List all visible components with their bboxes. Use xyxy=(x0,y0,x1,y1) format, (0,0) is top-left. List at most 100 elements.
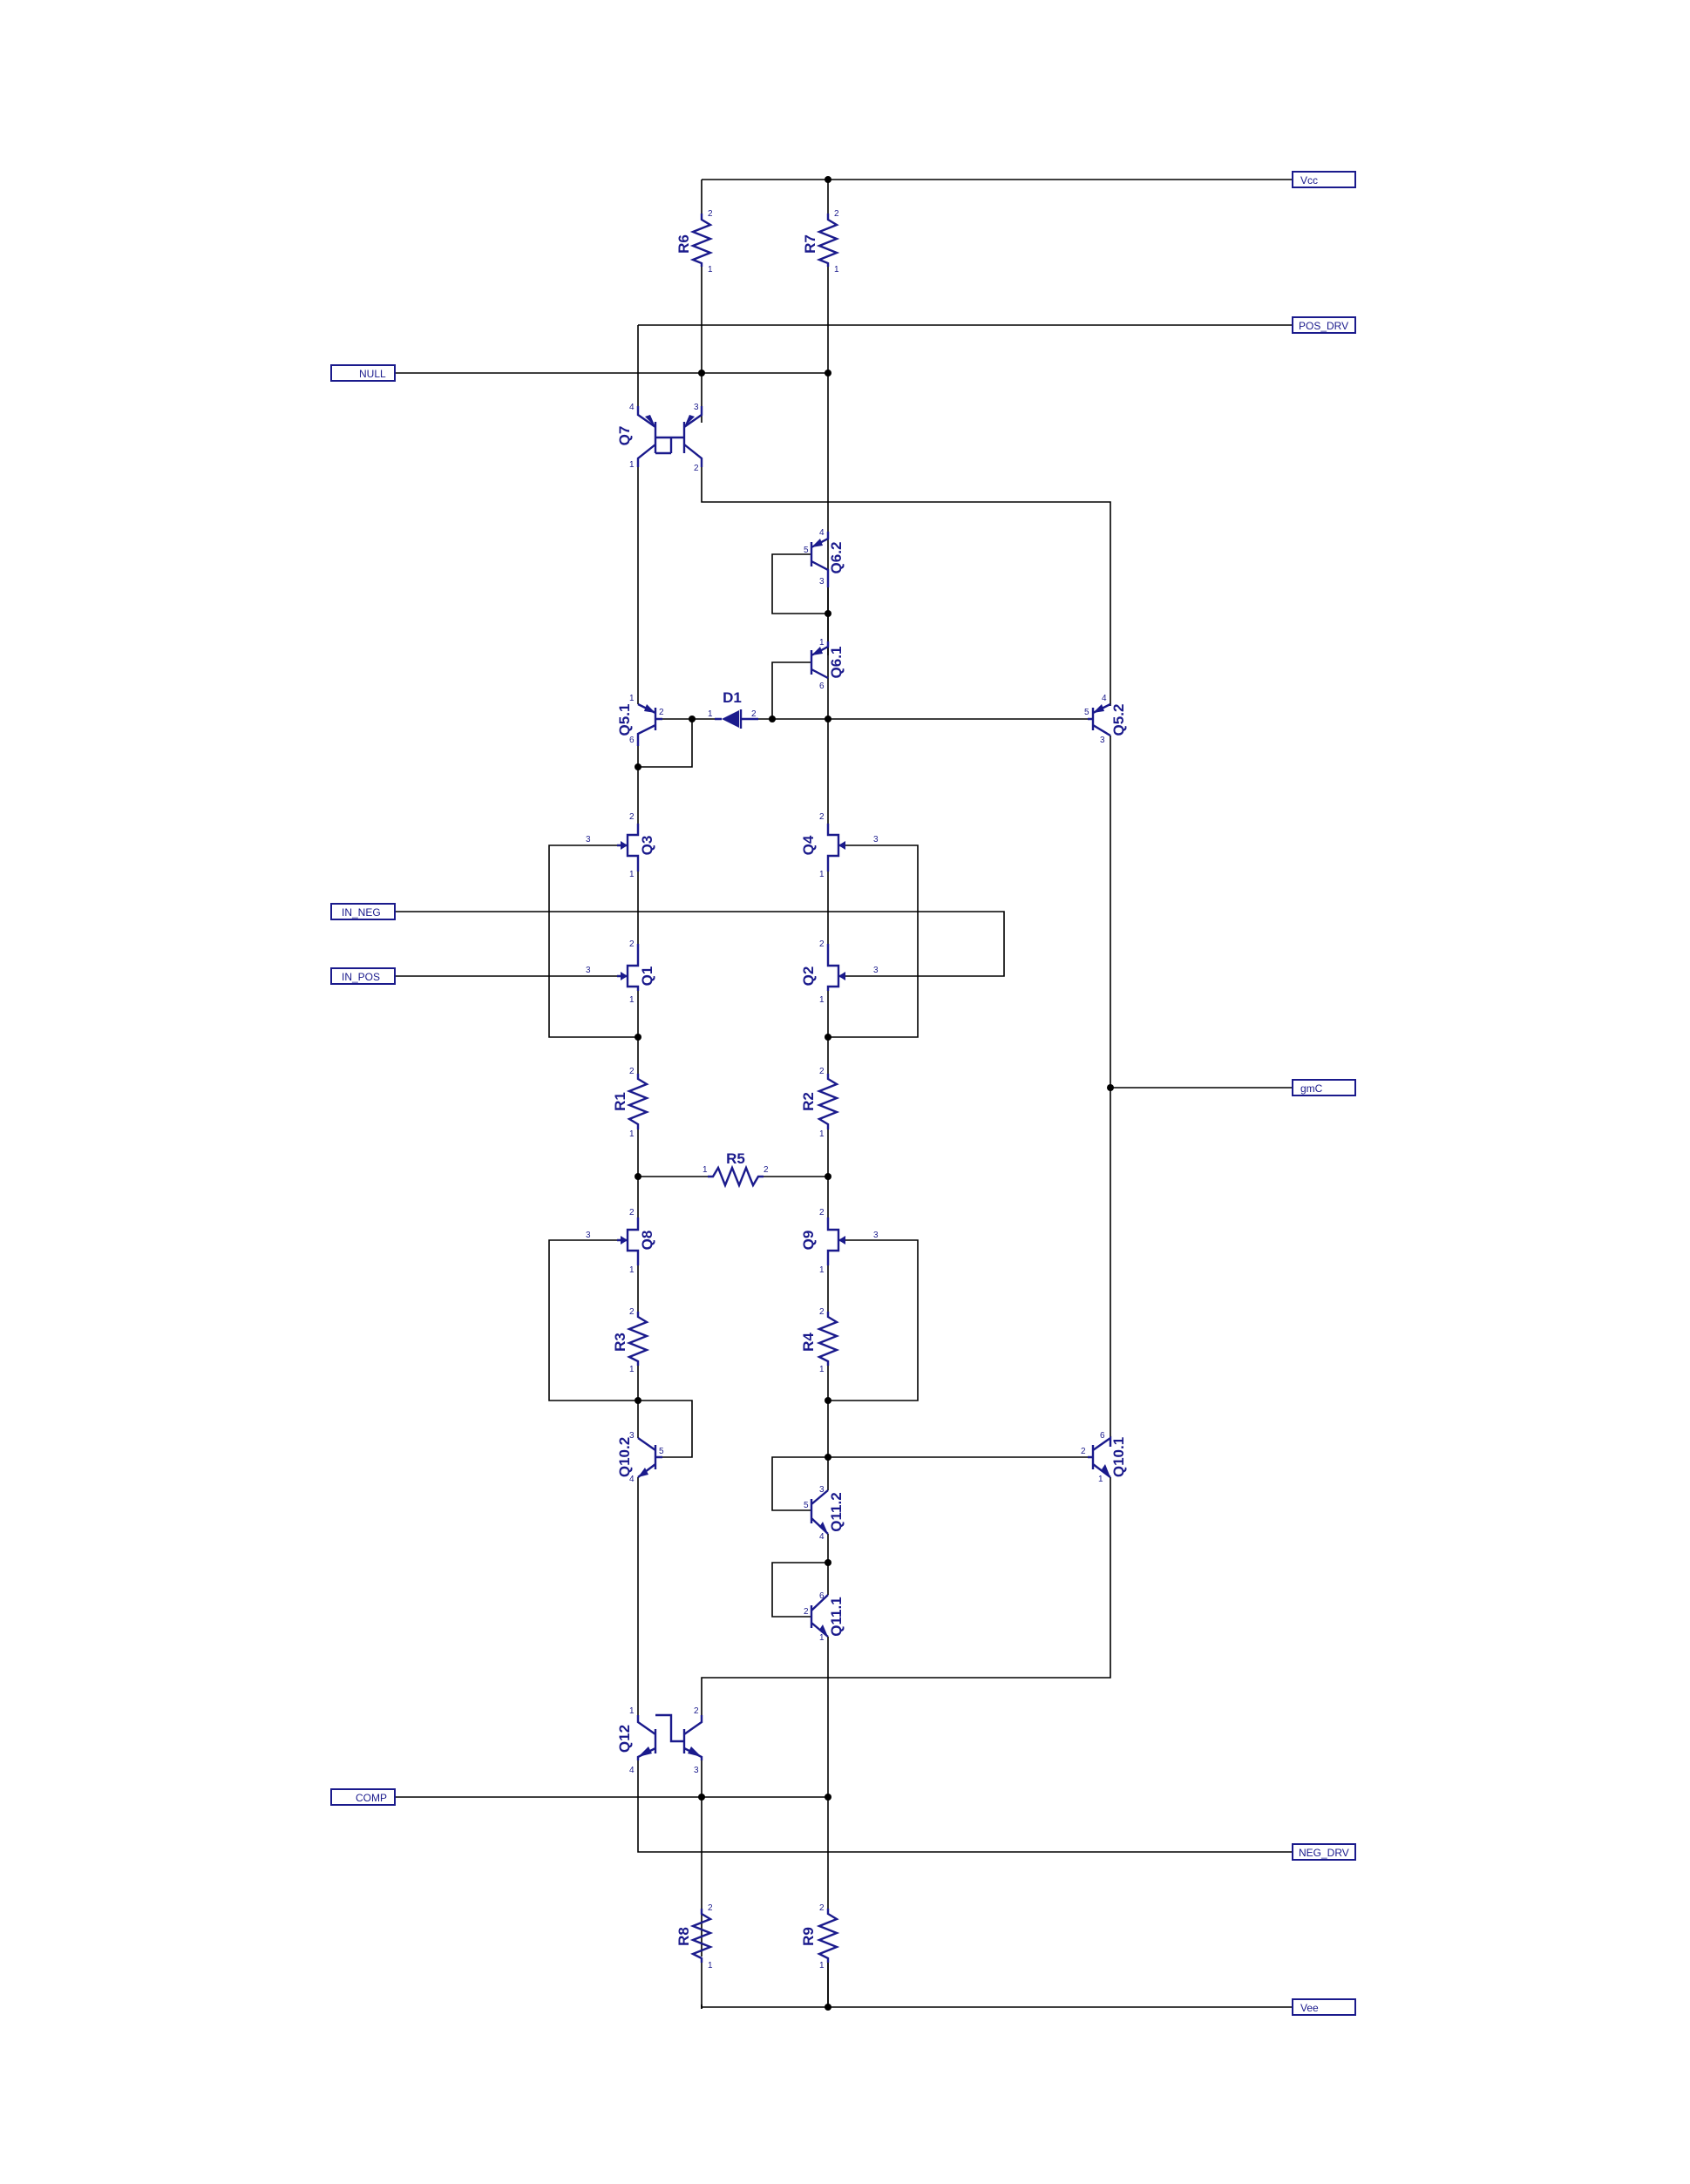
svg-text:3: 3 xyxy=(586,966,591,975)
svg-text:4: 4 xyxy=(819,1532,825,1542)
resistor-r7: R7 21 xyxy=(802,209,840,275)
transistor-q6-1: Q6.1 16 xyxy=(810,638,845,691)
r1-label: R1 xyxy=(612,1092,628,1111)
port-vcc: Vcc xyxy=(1292,171,1356,188)
svg-text:1: 1 xyxy=(834,265,839,275)
svg-text:3: 3 xyxy=(629,1431,635,1441)
r5-label: R5 xyxy=(726,1150,745,1167)
q12-label: Q12 xyxy=(616,1725,633,1753)
svg-text:1: 1 xyxy=(629,1706,635,1716)
svg-text:6: 6 xyxy=(629,736,635,745)
q9-label: Q9 xyxy=(800,1231,817,1251)
in-neg-label: IN_NEG xyxy=(342,906,381,919)
resistor-r3: R3 21 xyxy=(612,1307,650,1374)
q11-2-label: Q11.2 xyxy=(828,1492,845,1531)
svg-text:3: 3 xyxy=(694,1766,699,1775)
q11-1-label: Q11.1 xyxy=(828,1597,845,1636)
svg-text:1: 1 xyxy=(629,1265,635,1275)
vee-label: Vee xyxy=(1300,2002,1319,2014)
transistor-q11-1: Q11.1 621 xyxy=(804,1591,845,1643)
q7-label: Q7 xyxy=(616,426,633,446)
null-label: NULL xyxy=(359,368,386,380)
q8-label: Q8 xyxy=(639,1231,655,1251)
svg-text:6: 6 xyxy=(819,682,825,691)
svg-text:4: 4 xyxy=(1102,694,1107,703)
svg-text:5: 5 xyxy=(659,1447,664,1456)
transistor-q9: Q9 231 xyxy=(800,1208,879,1275)
svg-text:3: 3 xyxy=(873,1231,879,1240)
svg-text:3: 3 xyxy=(873,966,879,975)
transistor-q10-2: Q10.2 3 5 4 xyxy=(616,1431,664,1484)
svg-text:3: 3 xyxy=(819,577,825,587)
resistor-r6: R6 21 xyxy=(675,209,714,275)
svg-text:3: 3 xyxy=(1100,736,1105,745)
svg-text:2: 2 xyxy=(629,812,635,822)
svg-text:2: 2 xyxy=(659,708,664,717)
svg-text:2: 2 xyxy=(751,709,757,719)
resistor-r2: R2 2 1 xyxy=(800,1067,840,1139)
q10-1-label: Q10.1 xyxy=(1110,1437,1127,1477)
svg-text:1: 1 xyxy=(819,1129,825,1139)
transistor-q4: Q4 231 xyxy=(800,812,879,879)
r9-label: R9 xyxy=(800,1927,817,1946)
port-vee: Vee xyxy=(1292,1998,1356,2016)
transistor-q12: Q12 1 2 4 3 xyxy=(616,1706,703,1775)
r2-label: R2 xyxy=(800,1092,817,1111)
neg-drv-label: NEG_DRV xyxy=(1299,1847,1349,1859)
q10-2-label: Q10.2 xyxy=(616,1437,633,1477)
port-in-pos: IN_POS xyxy=(330,967,396,985)
svg-text:2: 2 xyxy=(708,209,713,219)
svg-text:2: 2 xyxy=(819,812,825,822)
q6-1-label: Q6.1 xyxy=(828,647,845,679)
svg-text:1: 1 xyxy=(708,709,713,719)
svg-text:2: 2 xyxy=(629,1307,635,1317)
port-null: NULL xyxy=(330,364,396,382)
junctions xyxy=(635,176,1114,2011)
transistor-q6-2: Q6.2 453 xyxy=(804,528,845,587)
svg-text:2: 2 xyxy=(819,1307,825,1317)
svg-text:1: 1 xyxy=(819,1633,825,1643)
gmc-label: gmC xyxy=(1300,1082,1323,1095)
port-gmc: gmC xyxy=(1292,1079,1356,1096)
svg-text:2: 2 xyxy=(819,1067,825,1076)
r7-label: R7 xyxy=(802,234,818,254)
svg-text:1: 1 xyxy=(819,870,825,879)
svg-text:1: 1 xyxy=(702,1165,708,1175)
q4-label: Q4 xyxy=(800,835,817,855)
r3-label: R3 xyxy=(612,1333,628,1352)
comp-label: COMP xyxy=(356,1792,387,1804)
wires xyxy=(395,179,1293,2009)
svg-text:1: 1 xyxy=(819,1365,825,1374)
port-comp: COMP xyxy=(330,1788,396,1806)
resistor-r8: R8 21 xyxy=(675,1903,714,1970)
transistor-q10-1: Q10.1 621 xyxy=(1081,1431,1127,1484)
r8-label: R8 xyxy=(675,1927,692,1946)
diode-d1: D1 1 2 xyxy=(708,689,758,729)
resistor-r4: R4 21 xyxy=(800,1307,840,1374)
svg-text:4: 4 xyxy=(629,1475,635,1484)
d1-label: D1 xyxy=(723,689,742,706)
svg-text:2: 2 xyxy=(629,1067,635,1076)
svg-text:2: 2 xyxy=(694,1706,699,1716)
port-in-neg: IN_NEG xyxy=(330,903,396,920)
resistor-r9: R9 2 1 xyxy=(800,1903,840,1970)
svg-text:3: 3 xyxy=(819,1485,825,1495)
svg-text:1: 1 xyxy=(819,995,825,1005)
svg-text:1: 1 xyxy=(708,265,713,275)
svg-text:2: 2 xyxy=(819,1903,825,1913)
svg-text:1: 1 xyxy=(629,460,635,470)
svg-text:1: 1 xyxy=(819,1961,825,1970)
svg-text:4: 4 xyxy=(819,528,825,538)
transistor-q5-1: Q5.1 126 xyxy=(616,694,664,746)
svg-text:4: 4 xyxy=(629,403,635,412)
svg-text:1: 1 xyxy=(819,1265,825,1275)
q3-label: Q3 xyxy=(639,836,655,856)
svg-text:2: 2 xyxy=(694,464,699,473)
svg-text:5: 5 xyxy=(804,1501,809,1510)
svg-text:4: 4 xyxy=(629,1766,635,1775)
svg-text:1: 1 xyxy=(1098,1475,1103,1484)
svg-text:3: 3 xyxy=(586,1231,591,1240)
